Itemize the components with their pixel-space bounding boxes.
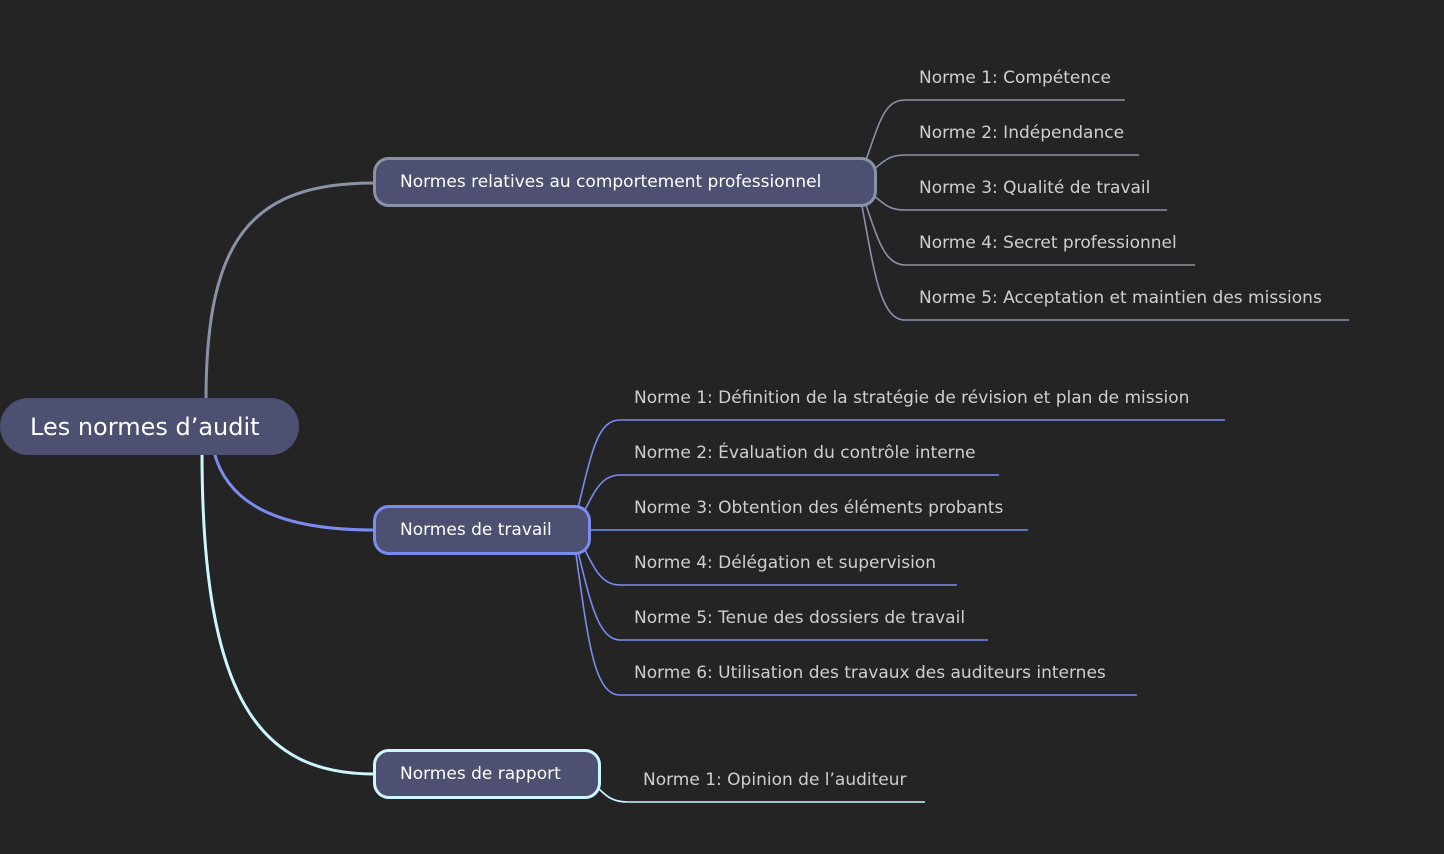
- root-link-comportement: [204, 181, 375, 401]
- leaf-node[interactable]: Norme 1: Opinion de l’auditeur: [643, 770, 907, 790]
- leaf-node[interactable]: Norme 5: Tenue des dossiers de travail: [634, 608, 966, 628]
- leaf-link-comportement-3: [872, 194, 1167, 211]
- branch-node-travail[interactable]: Normes de travail: [373, 505, 591, 555]
- leaf-link-comportement-2: [872, 154, 1139, 171]
- leaf-node[interactable]: Norme 3: Qualité de travail: [919, 178, 1151, 198]
- leaf-link-travail-4: [583, 547, 957, 586]
- leaf-link-comportement-1: [865, 99, 1125, 161]
- branch-label: Normes relatives au comportement profess…: [400, 172, 822, 192]
- leaf-node[interactable]: Norme 4: Secret professionnel: [919, 233, 1177, 253]
- leaf-link-travail-5: [577, 551, 988, 641]
- leaf-link-comportement-4: [865, 204, 1195, 266]
- branch-node-rapport[interactable]: Normes de rapport: [373, 749, 601, 799]
- branch-node-comportement[interactable]: Normes relatives au comportement profess…: [373, 157, 877, 207]
- branch-label: Normes de rapport: [400, 764, 561, 784]
- leaf-node[interactable]: Norme 4: Délégation et supervision: [634, 553, 937, 573]
- leaf-node[interactable]: Norme 5: Acceptation et maintien des mis…: [919, 288, 1322, 308]
- leaf-node[interactable]: Norme 2: Évaluation du contrôle interne: [634, 443, 976, 463]
- branch-label: Normes de travail: [400, 520, 552, 540]
- leaf-node[interactable]: Norme 1: Compétence: [919, 68, 1111, 88]
- root-label: Les normes d’audit: [30, 412, 260, 441]
- leaf-node[interactable]: Norme 1: Définition de la stratégie de r…: [634, 388, 1190, 408]
- leaf-link-travail-2: [583, 474, 999, 513]
- leaf-node[interactable]: Norme 2: Indépendance: [919, 123, 1125, 143]
- leaf-link-travail-6: [575, 553, 1137, 696]
- leaf-node[interactable]: Norme 6: Utilisation des travaux des aud…: [634, 663, 1106, 683]
- root-link-travail: [212, 451, 375, 532]
- root-link-rapport: [200, 451, 375, 776]
- root-node[interactable]: Les normes d’audit: [0, 398, 299, 455]
- leaf-link-comportement-5: [861, 205, 1349, 321]
- leaf-link-travail-1: [577, 419, 1225, 509]
- leaf-node[interactable]: Norme 3: Obtention des éléments probants: [634, 498, 1004, 518]
